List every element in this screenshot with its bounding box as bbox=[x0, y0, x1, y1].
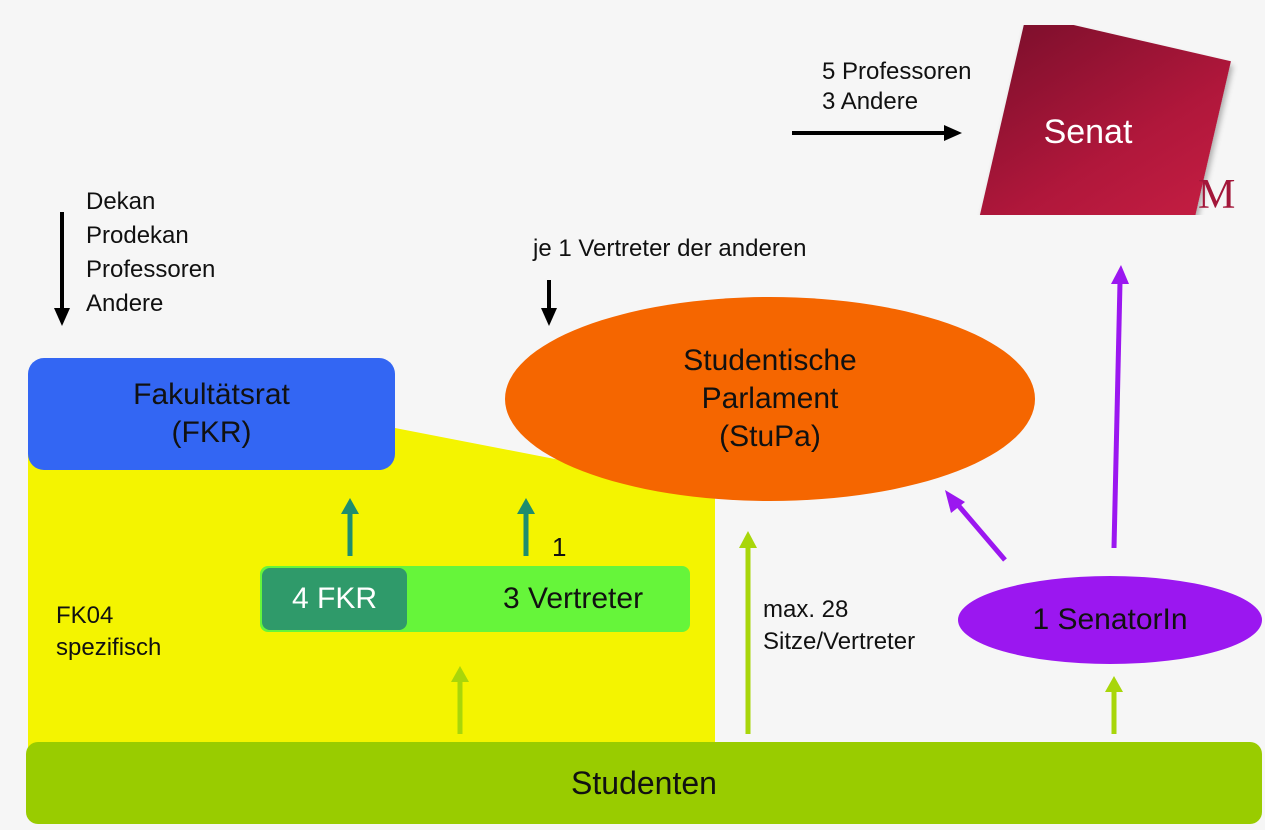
fakultaetsrat-abbr: (FKR) bbox=[171, 416, 252, 449]
studenten-to-stupa-arrow bbox=[739, 531, 757, 734]
stupa-note: je 1 Vertreter der anderen bbox=[533, 235, 807, 262]
senat-arrow bbox=[792, 125, 962, 141]
fkr-member-prodekan: Prodekan bbox=[86, 222, 189, 249]
senat-members-professors: 5 Professoren bbox=[822, 58, 972, 85]
fkr-member-andere: Andere bbox=[86, 290, 164, 317]
stupa-label-1: Studentische bbox=[683, 344, 857, 377]
senator-ellipse: 1 SenatorIn bbox=[958, 576, 1262, 664]
studenten-to-senator-arrow bbox=[1105, 676, 1123, 734]
fkr-count-box: 4 FKR bbox=[262, 568, 407, 630]
dekan-arrow bbox=[54, 212, 70, 326]
senat-label: Senat bbox=[1043, 112, 1133, 151]
stupa-label-2: Parlament bbox=[701, 382, 839, 415]
fkr-member-professoren: Professoren bbox=[86, 256, 216, 283]
senator-to-stupa-arrow bbox=[945, 490, 1007, 562]
senat-members-others: 3 Andere bbox=[822, 88, 919, 115]
fakultaetsrat-box: Fakultätsrat (FKR) bbox=[28, 358, 395, 470]
fakultaetsrat-label: Fakultätsrat bbox=[133, 378, 290, 411]
fk04-label: FK04 bbox=[56, 602, 114, 629]
stupa-seats-max: max. 28 bbox=[763, 596, 849, 623]
studenten-to-vertreter-arrow bbox=[451, 666, 469, 734]
fk04-sublabel: spezifisch bbox=[56, 634, 162, 661]
stupa-label-3: (StuPa) bbox=[719, 420, 821, 453]
stupa-ellipse: Studentische Parlament (StuPa) bbox=[505, 297, 1035, 501]
stupa-seats-desc: Sitze/Vertreter bbox=[763, 628, 916, 655]
stupa-rep-count: 1 bbox=[552, 532, 567, 562]
vertreter-label: 3 Vertreter bbox=[503, 582, 644, 615]
fkr-member-dekan: Dekan bbox=[86, 188, 156, 215]
vertreter-up-arrow bbox=[517, 498, 535, 556]
fkr-up-arrow bbox=[341, 498, 359, 556]
stupa-note-arrow bbox=[541, 280, 557, 326]
senat-logo-letter: M bbox=[1198, 172, 1236, 218]
studenten-bar: Studenten bbox=[26, 742, 1262, 824]
senator-to-senat-arrow bbox=[1111, 265, 1129, 549]
